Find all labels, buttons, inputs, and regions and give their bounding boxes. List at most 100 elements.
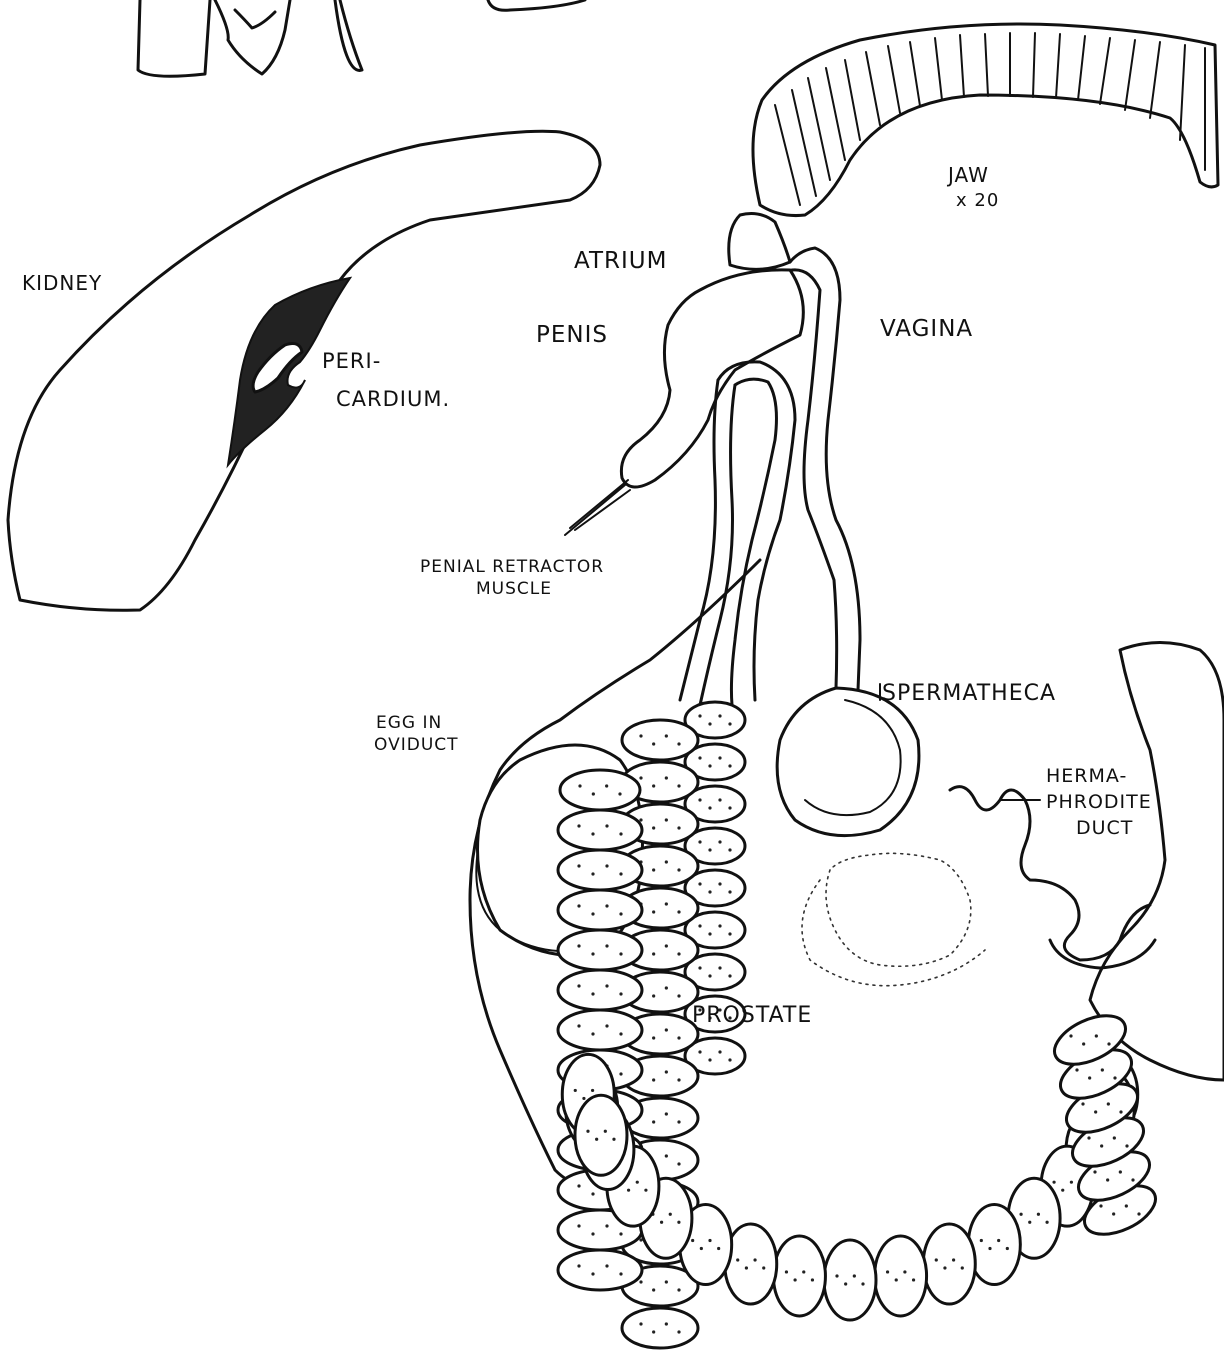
stipple-dot	[718, 756, 721, 759]
stipple-dot	[1045, 1221, 1048, 1224]
stipple-dot	[708, 932, 711, 935]
stipple-dot	[708, 722, 711, 725]
stipple-dot	[652, 994, 655, 997]
prostate-lobe	[558, 810, 642, 850]
stipple-dot	[717, 1247, 720, 1250]
stipple-dot	[1082, 1042, 1085, 1045]
stipple-dot	[577, 1024, 580, 1027]
stipple-dot	[745, 1266, 748, 1269]
stipple-dot	[700, 1247, 703, 1250]
atrium-shape	[729, 214, 790, 270]
stipple-dot	[582, 1097, 585, 1100]
stipple-dot	[644, 1189, 647, 1192]
stipple-dot	[577, 984, 580, 987]
stipple-dot	[1125, 1144, 1128, 1147]
stipple-dot	[627, 1189, 630, 1192]
stipple-dot	[665, 1070, 668, 1073]
stipple-dot	[785, 1270, 788, 1273]
stipple-dot	[1106, 1178, 1109, 1181]
prostate-lobe	[622, 720, 698, 760]
stipple-dot	[591, 1232, 594, 1235]
stipple-dot	[660, 1221, 663, 1224]
prostate-lobe	[875, 1236, 927, 1316]
stipple-dot	[605, 1224, 608, 1227]
prostate-lobe	[558, 930, 642, 970]
stipple-dot	[853, 1274, 856, 1277]
stipple-dot	[665, 1322, 668, 1325]
stipple-dot	[677, 1330, 680, 1333]
stipple-dot	[574, 1089, 577, 1092]
stipple-dot	[665, 776, 668, 779]
stipple-dot	[665, 902, 668, 905]
label-vagina: VAGINA	[880, 316, 973, 342]
stipple-dot	[1019, 1213, 1022, 1216]
stipple-dot	[718, 924, 721, 927]
stipple-dot	[1137, 1212, 1140, 1215]
stipple-dot	[762, 1266, 765, 1269]
penis-shape	[621, 270, 803, 487]
stipple-dot	[835, 1274, 838, 1277]
stipple-dot	[591, 1089, 594, 1092]
label-hermaphrodite-1: HERMA-	[1046, 765, 1127, 787]
label-prostate: PROSTATE	[692, 1003, 812, 1028]
stipple-dot	[577, 824, 580, 827]
stipple-dot	[605, 1024, 608, 1027]
stipple-dot	[619, 1032, 622, 1035]
stipple-dot	[1125, 1204, 1128, 1207]
stipple-dot	[619, 992, 622, 995]
stipple-dot	[665, 1154, 668, 1157]
stipple-dot	[698, 840, 701, 843]
stipple-dot	[652, 826, 655, 829]
stipple-dot	[844, 1282, 847, 1285]
stipple-dot	[639, 734, 642, 737]
stipple-dot	[619, 952, 622, 955]
stipple-dot	[665, 986, 668, 989]
stipple-dot	[578, 784, 581, 787]
stipple-dot	[708, 974, 711, 977]
stipple-dot	[652, 742, 655, 745]
stipple-dot	[698, 1050, 701, 1053]
label-penial-retractor-1: PENIAL RETRACTOR	[420, 557, 604, 577]
stipple-dot	[1119, 1170, 1122, 1173]
stipple-dot	[605, 824, 608, 827]
stipple-dot	[591, 832, 594, 835]
stipple-dot	[718, 966, 721, 969]
stipple-dot	[1075, 1068, 1078, 1071]
stipple-dot	[577, 1264, 580, 1267]
stipple-dot	[1107, 1102, 1110, 1105]
prostate-lobe	[560, 770, 640, 810]
stipple-dot	[665, 1280, 668, 1283]
stipple-dot	[1093, 1170, 1096, 1173]
stipple-dot	[708, 806, 711, 809]
stipple-dot	[619, 1232, 622, 1235]
stipple-dot	[677, 1120, 680, 1123]
stipple-dot	[665, 1028, 668, 1031]
stipple-dot	[802, 1270, 805, 1273]
label-penial-retractor-2: MUSCLE	[476, 579, 552, 599]
stipple-dot	[718, 1050, 721, 1053]
stipple-dot	[1099, 1204, 1102, 1207]
vas-deferens	[718, 362, 795, 700]
stipple-dot	[698, 924, 701, 927]
stipple-dot	[1006, 1247, 1009, 1250]
stipple-dot	[1095, 1034, 1098, 1037]
stipple-dot	[943, 1266, 946, 1269]
stipple-dot	[1087, 1136, 1090, 1139]
stipple-dot	[591, 912, 594, 915]
stipple-dot	[652, 952, 655, 955]
stipple-dot	[708, 764, 711, 767]
stipple-dot	[639, 1322, 642, 1325]
stipple-dot	[677, 742, 680, 745]
stipple-dot	[1100, 1144, 1103, 1147]
stipple-dot	[1081, 1102, 1084, 1105]
label-jaw-scale: x 20	[956, 190, 999, 211]
stipple-dot	[605, 784, 608, 787]
stipple-dot	[604, 1130, 607, 1133]
stipple-dot	[728, 764, 731, 767]
stipple-dot	[1070, 1181, 1073, 1184]
stipple-dot	[677, 1288, 680, 1291]
stipple-dot	[698, 798, 701, 801]
stipple-dot	[935, 1258, 938, 1261]
stipple-dot	[736, 1258, 739, 1261]
